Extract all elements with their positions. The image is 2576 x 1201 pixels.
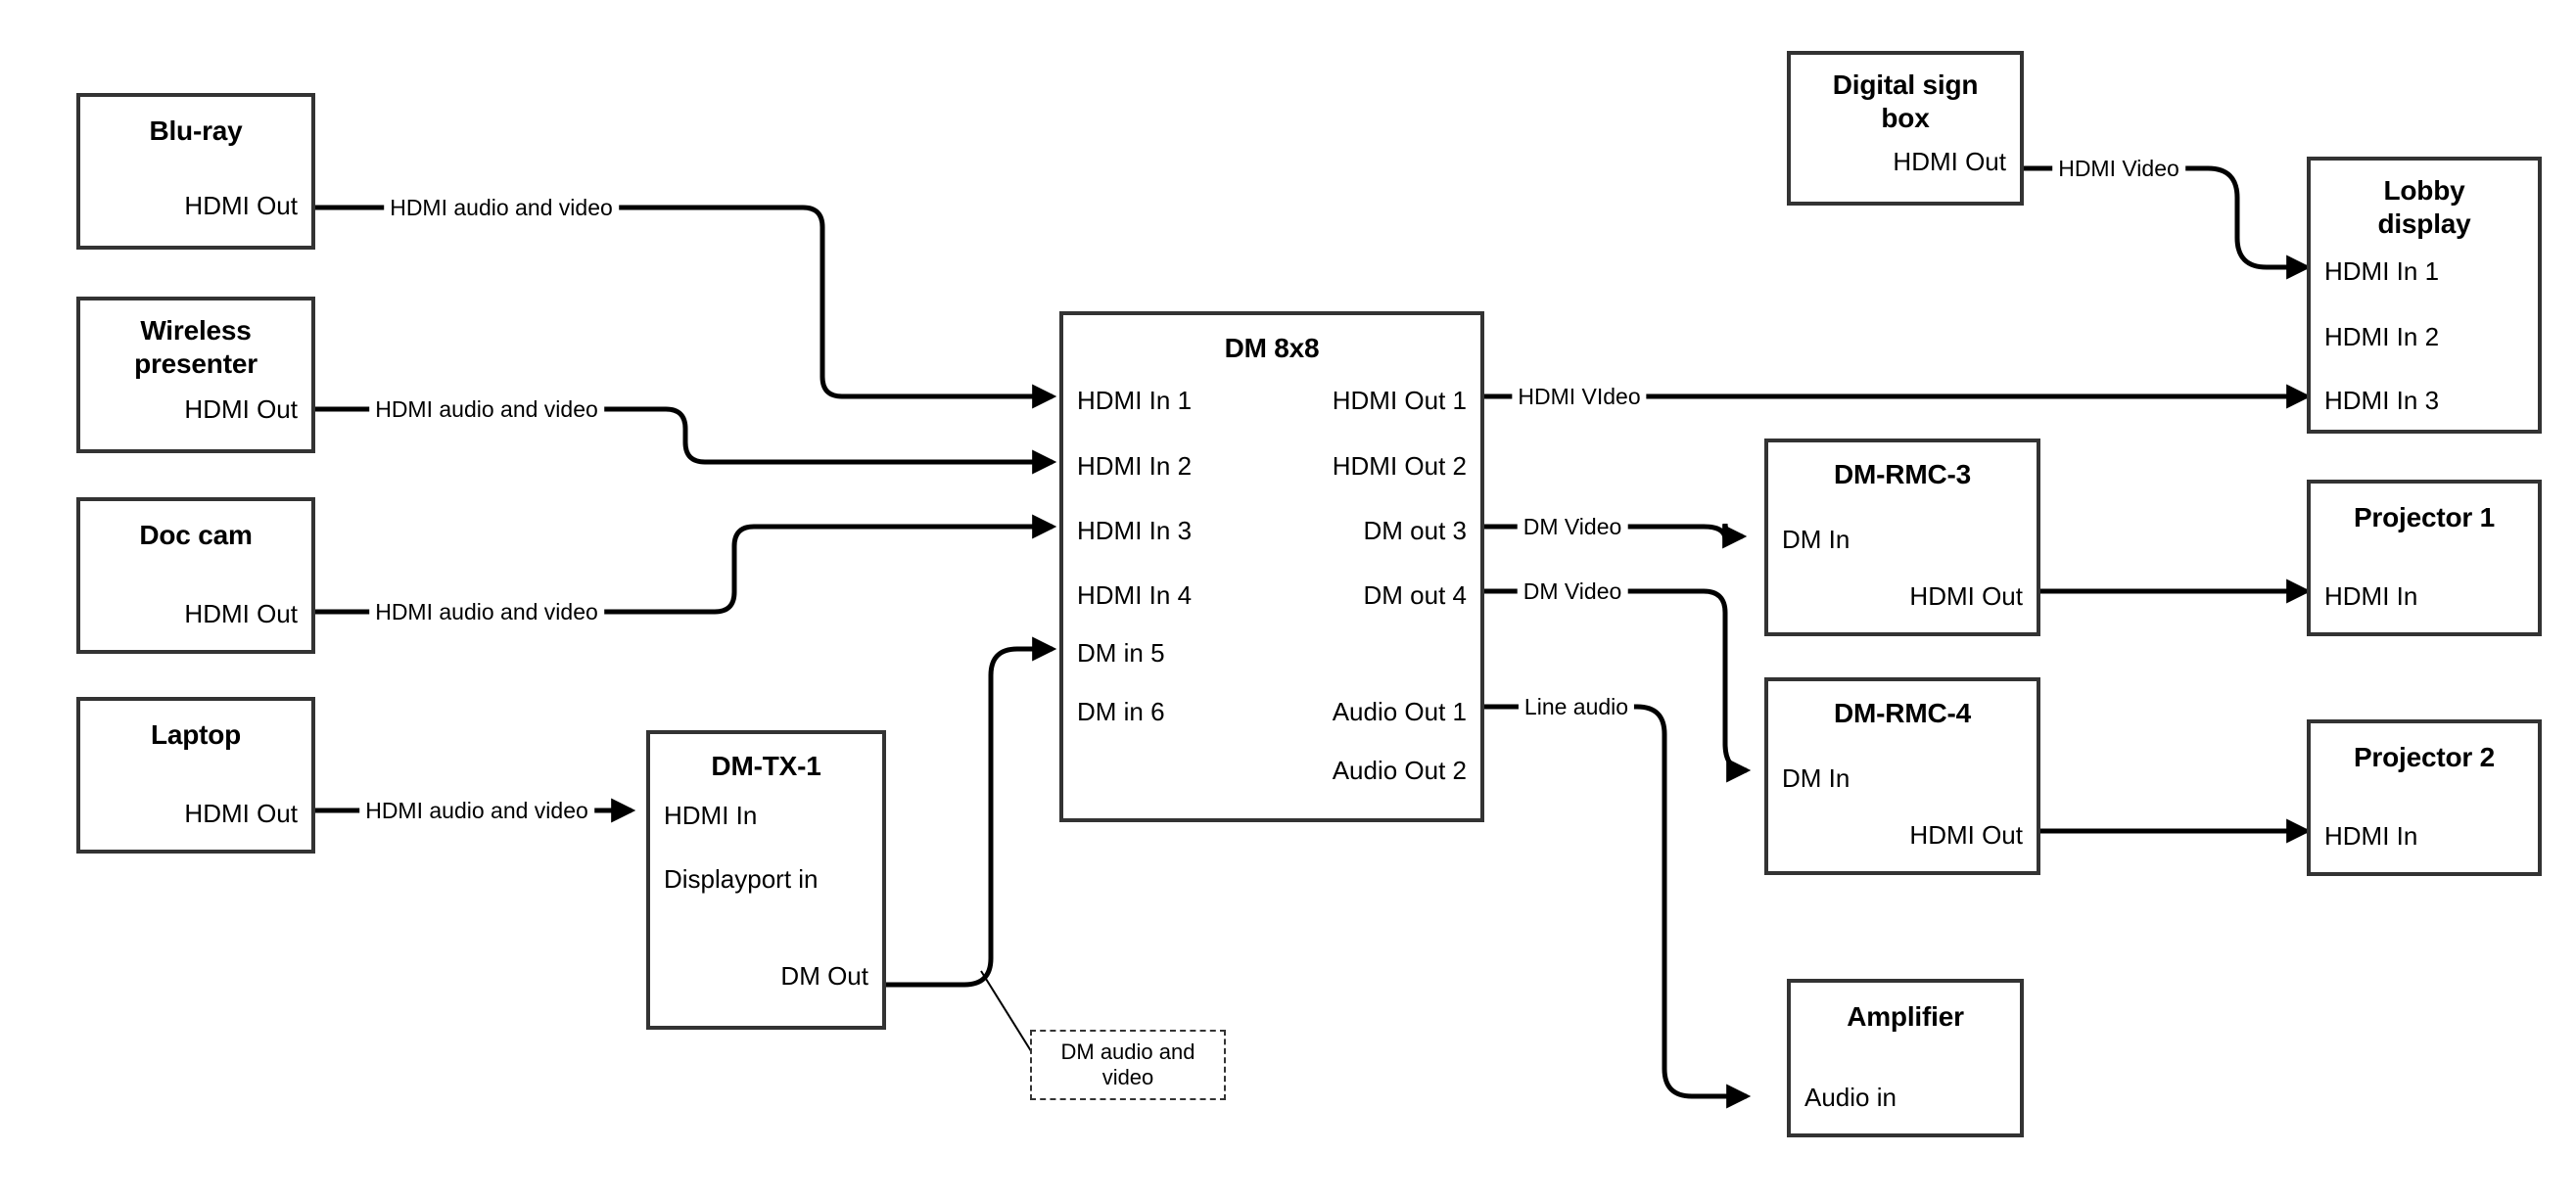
- node-digital-sign-box-port-hdmi-out: HDMI Out: [1893, 147, 2006, 176]
- node-digital-sign-box-title-line1: Digital sign: [1832, 69, 1979, 100]
- wire-bluray-to-dm-hdmi-in-1: [315, 205, 1057, 409]
- wire-dm-out-3-to-rmc3: [1484, 523, 1748, 549]
- node-dm-8x8-output-audio-out-1: Audio Out 1: [1332, 697, 1467, 726]
- node-dm-rmc-3-port-hdmi-out: HDMI Out: [1909, 581, 2023, 611]
- node-doc-cam-title: Doc cam: [139, 520, 253, 550]
- wire-signbox-to-lobby-hdmi-in-1: [2024, 165, 2312, 280]
- node-dm-8x8-input-hdmi-in-2: HDMI In 2: [1077, 451, 1193, 481]
- node-amplifier-port-audio-in: Audio in: [1804, 1083, 1897, 1112]
- node-dm-rmc-4-title: DM-RMC-4: [1834, 698, 1971, 728]
- node-lobby-display-port-hdmi-in-1: HDMI In 1: [2324, 256, 2440, 286]
- node-dm-rmc-3-title: DM-RMC-3: [1834, 459, 1971, 489]
- node-laptop-title: Laptop: [150, 719, 242, 750]
- node-dm-8x8-input-dm-in-5: DM in 5: [1077, 638, 1165, 668]
- node-bluray[interactable]: Blu-ray HDMI Out: [76, 93, 315, 250]
- node-dm-tx-1-title: DM-TX-1: [711, 751, 821, 781]
- node-dm-tx-1[interactable]: DM-TX-1 HDMI In Displayport in DM Out: [646, 730, 886, 1030]
- node-dm-rmc-4[interactable]: DM-RMC-4 DM In HDMI Out: [1764, 677, 2040, 875]
- node-laptop-port-hdmi-out: HDMI Out: [184, 799, 298, 828]
- node-amplifier-title: Amplifier: [1847, 1001, 1964, 1032]
- node-wireless-presenter-title-line1: Wireless: [140, 315, 252, 346]
- node-dm-8x8-output-hdmi-out-1: HDMI Out 1: [1332, 386, 1467, 415]
- node-digital-sign-box[interactable]: Digital sign box HDMI Out: [1787, 51, 2024, 206]
- node-lobby-display-port-hdmi-in-3: HDMI In 3: [2324, 386, 2440, 415]
- node-dm-tx-1-port-dm-out: DM Out: [780, 961, 868, 991]
- node-dm-8x8-output-hdmi-out-2: HDMI Out 2: [1332, 451, 1467, 481]
- node-lobby-display[interactable]: Lobby display HDMI In 1 HDMI In 2 HDMI I…: [2307, 157, 2542, 434]
- node-dm-8x8-output-dm-out-3: DM out 3: [1363, 516, 1468, 545]
- node-wireless-presenter-title-line2: presenter: [134, 348, 258, 379]
- node-dm-rmc-4-port-hdmi-out: HDMI Out: [1909, 820, 2023, 850]
- node-dm-8x8-output-dm-out-4: DM out 4: [1363, 580, 1468, 610]
- node-doc-cam[interactable]: Doc cam HDMI Out: [76, 497, 315, 654]
- wire-annotation-leader: [980, 970, 1039, 1063]
- node-projector-1[interactable]: Projector 1 HDMI In: [2307, 480, 2542, 636]
- node-lobby-display-title-line1: Lobby: [2383, 175, 2465, 206]
- node-laptop[interactable]: Laptop HDMI Out: [76, 697, 315, 854]
- node-dm-tx-1-port-displayport-in: Displayport in: [664, 864, 819, 894]
- wire-doccam-to-dm-hdmi-in-3: [315, 514, 1057, 615]
- node-dm-8x8-input-hdmi-in-4: HDMI In 4: [1077, 580, 1193, 610]
- wire-dmtx1-to-dm-in-5: [886, 636, 1057, 988]
- node-bluray-port-hdmi-out: HDMI Out: [184, 191, 298, 220]
- node-doc-cam-port-hdmi-out: HDMI Out: [184, 599, 298, 628]
- node-projector-2[interactable]: Projector 2 HDMI In: [2307, 719, 2542, 876]
- node-amplifier[interactable]: Amplifier Audio in: [1787, 979, 2024, 1137]
- node-dm-8x8-title: DM 8x8: [1224, 333, 1320, 363]
- node-dm-8x8-input-hdmi-in-1: HDMI In 1: [1077, 386, 1193, 415]
- annotation-dm-audio-and-video-line1: DM audio and: [1060, 1039, 1195, 1064]
- node-wireless-presenter[interactable]: Wireless presenter HDMI Out: [76, 297, 315, 453]
- node-projector-2-title: Projector 2: [2353, 742, 2496, 772]
- node-lobby-display-title-line2: display: [2377, 208, 2471, 239]
- node-projector-1-port-hdmi-in: HDMI In: [2324, 581, 2418, 611]
- node-dm-8x8-output-audio-out-2: Audio Out 2: [1332, 756, 1467, 785]
- node-dm-8x8-input-hdmi-in-3: HDMI In 3: [1077, 516, 1193, 545]
- annotation-dm-audio-and-video-line2: video: [1101, 1065, 1154, 1089]
- node-projector-1-title: Projector 1: [2353, 502, 2496, 532]
- wire-dm-out-4-to-rmc4: [1484, 588, 1752, 783]
- node-dm-rmc-4-port-dm-in: DM In: [1782, 763, 1850, 793]
- node-dm-rmc-3-port-dm-in: DM In: [1782, 525, 1850, 554]
- node-bluray-title: Blu-ray: [149, 115, 243, 146]
- wire-wireless-to-dm-hdmi-in-2: [315, 406, 1057, 475]
- node-dm-8x8[interactable]: DM 8x8 HDMI In 1 HDMI In 2 HDMI In 3 HDM…: [1059, 311, 1484, 822]
- node-digital-sign-box-title-line2: box: [1881, 103, 1930, 133]
- wire-audio-out-1-to-amplifier: [1484, 704, 1752, 1109]
- node-wireless-presenter-port-hdmi-out: HDMI Out: [184, 394, 298, 424]
- node-dm-tx-1-port-hdmi-in: HDMI In: [664, 801, 758, 830]
- annotation-dm-audio-and-video: DM audio and video: [1030, 1030, 1226, 1100]
- node-dm-8x8-input-dm-in-6: DM in 6: [1077, 697, 1165, 726]
- node-lobby-display-port-hdmi-in-2: HDMI In 2: [2324, 322, 2440, 351]
- node-dm-rmc-3[interactable]: DM-RMC-3 DM In HDMI Out: [1764, 439, 2040, 636]
- node-projector-2-port-hdmi-in: HDMI In: [2324, 821, 2418, 851]
